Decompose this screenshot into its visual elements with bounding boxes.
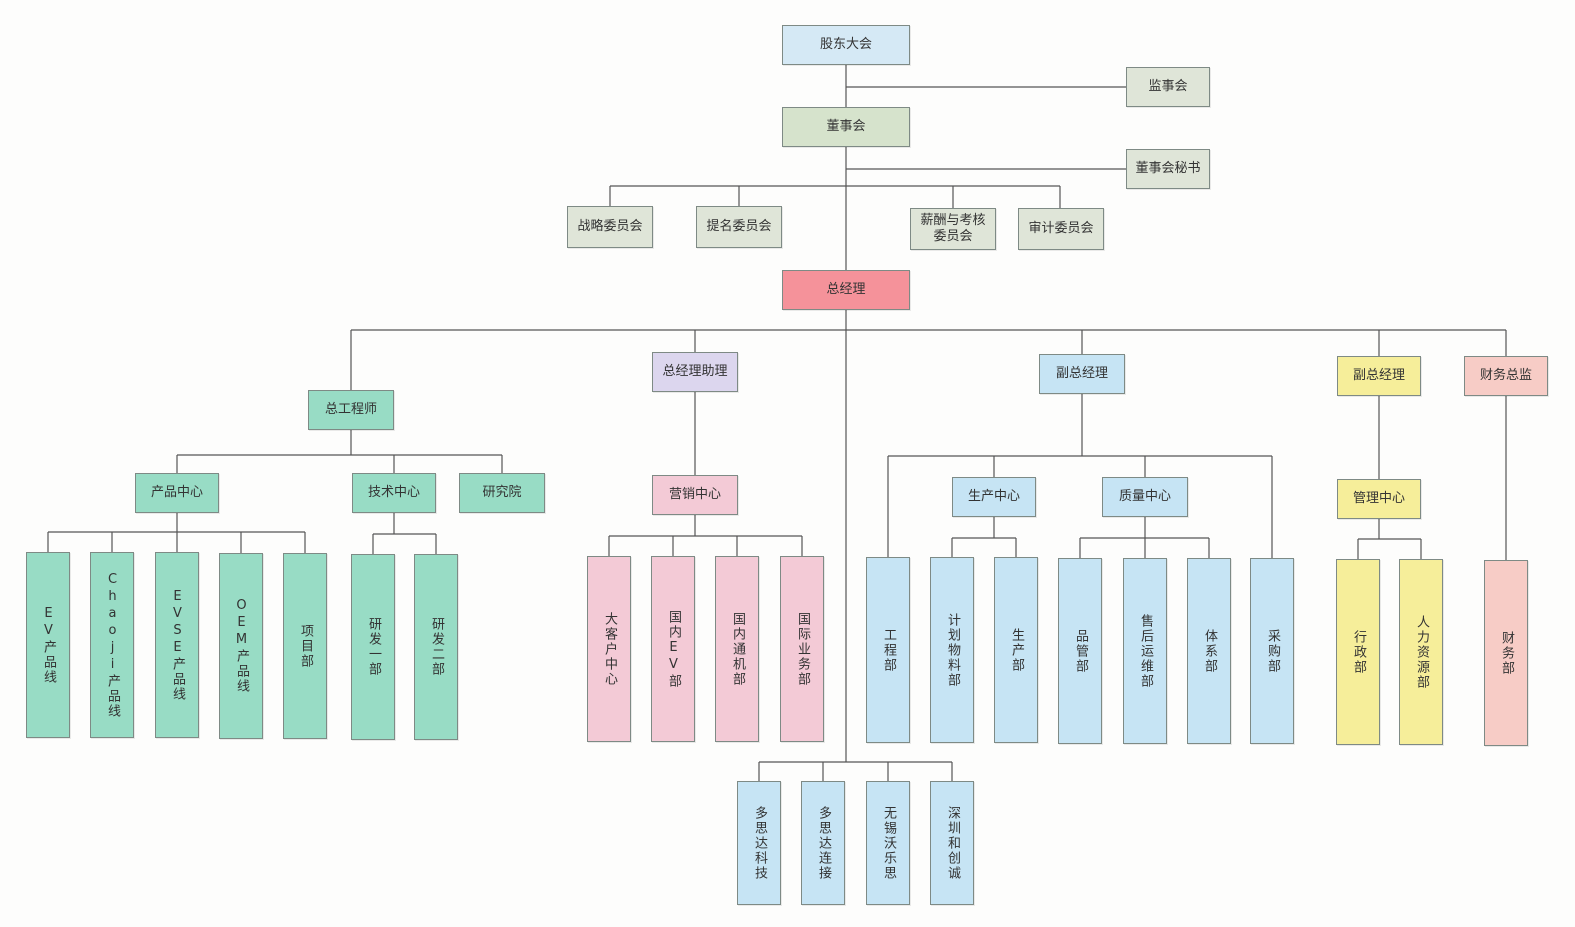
node-ev-line: EV产品线 — [26, 552, 70, 738]
node-evse-line: EVSE产品线 — [155, 552, 199, 738]
node-marketing-center: 营销中心 — [652, 475, 738, 515]
node-sub-tech: 多思达科技 — [737, 781, 781, 905]
node-planning-material: 计划物料部 — [930, 557, 974, 743]
node-domestic-ev: 国内EV部 — [651, 556, 695, 742]
node-production-center: 生产中心 — [952, 477, 1036, 517]
node-project-dept: 项目部 — [283, 553, 327, 739]
node-board-secretary: 董事会秘书 — [1126, 149, 1210, 189]
node-vice-gm-2: 副总经理 — [1337, 356, 1421, 396]
node-sub-shenzhen: 深圳和创诚 — [930, 781, 974, 905]
node-rd1: 研发一部 — [351, 554, 395, 740]
node-nomination-committee: 提名委员会 — [696, 206, 782, 248]
node-gm-assistant: 总经理助理 — [652, 352, 738, 392]
node-management-center: 管理中心 — [1337, 479, 1421, 519]
node-compensation-committee: 薪酬与考核 委员会 — [910, 208, 996, 250]
node-sub-connect: 多思达连接 — [801, 781, 845, 905]
node-supervisors: 监事会 — [1126, 67, 1210, 107]
node-international: 国际业务部 — [780, 556, 824, 742]
node-cfo: 财务总监 — [1464, 356, 1548, 396]
node-product-center: 产品中心 — [135, 473, 219, 513]
node-strategy-committee: 战略委员会 — [567, 206, 653, 248]
node-quality-mgmt: 品管部 — [1058, 558, 1102, 744]
node-hr-dept: 人力资源部 — [1399, 559, 1443, 745]
node-board: 董事会 — [782, 107, 910, 147]
node-vice-gm-1: 副总经理 — [1039, 354, 1125, 394]
node-sub-wuxi: 无锡沃乐思 — [866, 781, 910, 905]
node-chaoji-line: Chaoji产品线 — [90, 552, 134, 738]
node-rd2: 研发二部 — [414, 554, 458, 740]
node-engineering: 工程部 — [866, 557, 910, 743]
node-purchasing: 采购部 — [1250, 558, 1294, 744]
node-chief-engineer: 总工程师 — [308, 390, 394, 430]
node-after-sales: 售后运维部 — [1123, 558, 1167, 744]
node-finance-dept: 财务部 — [1484, 560, 1528, 746]
node-key-account: 大客户中心 — [587, 556, 631, 742]
node-research-institute: 研究院 — [459, 473, 545, 513]
node-admin-dept: 行政部 — [1336, 559, 1380, 745]
node-oem-line: OEM产品线 — [219, 553, 263, 739]
node-tech-center: 技术中心 — [352, 473, 436, 513]
node-audit-committee: 审计委员会 — [1018, 208, 1104, 250]
node-shareholders: 股东大会 — [782, 25, 910, 65]
node-domestic-comm: 国内通机部 — [715, 556, 759, 742]
node-quality-center: 质量中心 — [1102, 477, 1188, 517]
node-system-dept: 体系部 — [1187, 558, 1231, 744]
node-production-dept: 生产部 — [994, 557, 1038, 743]
node-general-manager: 总经理 — [782, 270, 910, 310]
